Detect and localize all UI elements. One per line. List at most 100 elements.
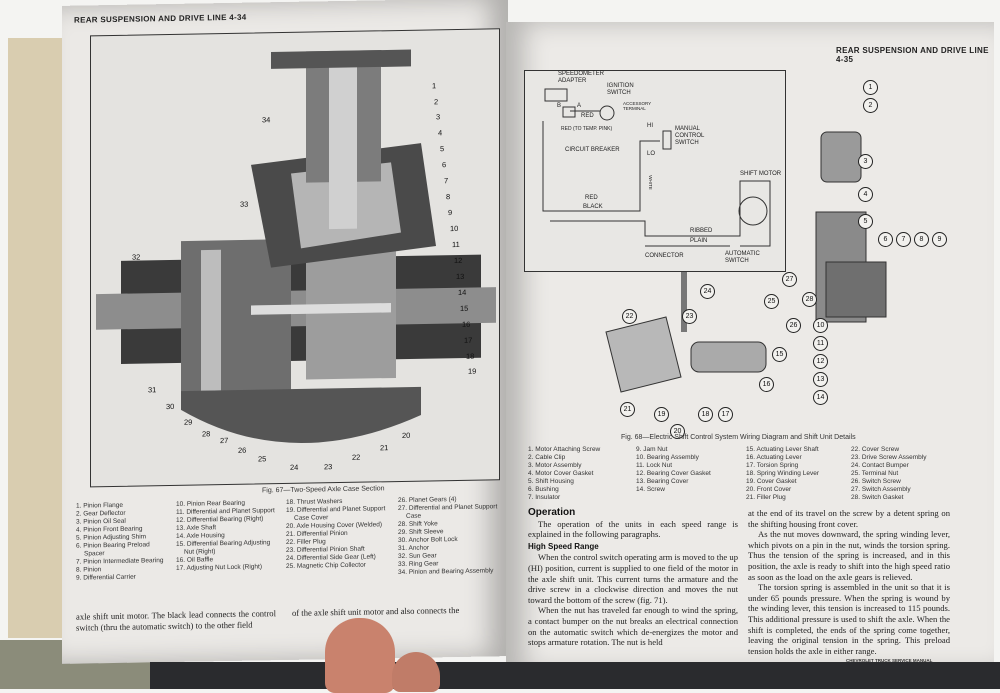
legend-item: 11. Lock Nut xyxy=(636,462,673,469)
operation-paragraph: The operation of the units in each speed… xyxy=(528,518,738,540)
callout-number: 1 xyxy=(432,81,437,91)
legend-item: 13. Bearing Cover xyxy=(636,478,689,485)
part-callout: 9 xyxy=(932,232,947,247)
legend-item: 34. Pinion and Bearing Assembly xyxy=(398,567,494,577)
legend-item: 2. Cable Clip xyxy=(528,454,566,461)
legend-column-4: 26. Planet Gears (4)27. Differential and… xyxy=(398,495,502,577)
callout-number: 17 xyxy=(464,335,473,345)
part-callout: 24 xyxy=(700,284,715,299)
finger xyxy=(325,618,395,693)
callout-number: 3 xyxy=(436,112,441,122)
callout-number: 2 xyxy=(434,97,439,107)
legend-item: 25. Magnetic Chip Collector xyxy=(286,561,366,570)
ribbed-wire-label: RIBBED xyxy=(690,228,713,234)
terminal-a-label: A xyxy=(577,103,582,109)
legend-item: 10. Bearing Assembly xyxy=(636,454,699,461)
legend-item: 3. Motor Assembly xyxy=(528,462,582,469)
left-body-column-1: axle shift unit motor. The black lead co… xyxy=(76,608,276,633)
callout-number: 7 xyxy=(444,176,449,186)
legend-item: 9. Jam Nut xyxy=(636,446,668,453)
col2-paragraph-2: The torsion spring is assembled in the u… xyxy=(748,582,950,656)
legend-item: 7. Insulator xyxy=(528,494,561,501)
shift-unit-exploded-illustration xyxy=(605,131,887,393)
left-body-column-2: of the axle shift unit motor and also co… xyxy=(292,604,460,618)
part-callout: 6 xyxy=(878,232,893,247)
part-callout: 5 xyxy=(858,214,873,229)
legend-item: 25. Terminal Nut xyxy=(851,470,899,477)
legend-item: 15. Actuating Lever Shaft xyxy=(746,446,819,453)
callout-number: 28 xyxy=(202,429,211,439)
part-callout: 21 xyxy=(620,402,635,417)
legend-item: 5. Shift Housing xyxy=(528,478,574,485)
callout-number: 6 xyxy=(442,160,447,170)
figure-68-caption: Fig. 68—Electric Shift Control System Wi… xyxy=(621,434,856,441)
part-callout: 19 xyxy=(654,407,669,422)
automatic-switch-label: AUTOMATIC SWITCH xyxy=(725,251,760,264)
part-callout: 8 xyxy=(914,232,929,247)
part-callout: 18 xyxy=(698,407,713,422)
part-callout: 26 xyxy=(786,318,801,333)
callout-number: 21 xyxy=(380,443,389,453)
callout-number: 22 xyxy=(352,452,361,462)
legend-item: 14. Screw xyxy=(636,486,665,493)
high-speed-range-heading: High Speed Range xyxy=(528,541,599,551)
connector-label: CONNECTOR xyxy=(645,253,684,259)
axle-case-section-figure xyxy=(90,28,500,488)
callout-number: 29 xyxy=(184,417,193,427)
legend-item: 17. Adjusting Nut Lock (Right) xyxy=(176,563,262,572)
callout-number: 19 xyxy=(468,366,477,376)
callout-number: 33 xyxy=(240,199,249,209)
ignition-switch-label: IGNITION SWITCH xyxy=(607,83,634,96)
manual-control-switch-label: MANUAL CONTROL SWITCH xyxy=(675,126,705,146)
callout-number: 5 xyxy=(440,144,445,154)
part-callout: 10 xyxy=(813,318,828,333)
right-body-column-2: at the end of its travel on the screw by… xyxy=(748,508,950,656)
wiring-diagram: SPEEDOMETER ADAPTER IGNITION SWITCH ACCE… xyxy=(524,70,786,272)
part-callout: 1 xyxy=(863,80,878,95)
finger-2 xyxy=(392,652,440,692)
figure-67-caption: Fig. 67—Two-Speed Axle Case Section xyxy=(262,485,385,495)
legend-item: 6. Pinion Bearing Preload Spacer xyxy=(76,541,150,558)
speedometer-adapter-label: SPEEDOMETER ADAPTER xyxy=(558,71,605,84)
part-callout: 25 xyxy=(764,294,779,309)
red-wire-label-2: RED xyxy=(585,195,598,201)
legend-item: 28. Switch Gasket xyxy=(851,494,904,501)
legend-item: 24. Contact Bumper xyxy=(851,462,909,469)
part-callout: 7 xyxy=(896,232,911,247)
part-callout: 28 xyxy=(802,292,817,307)
part-callout: 22 xyxy=(622,309,637,324)
terminal-b-label: B xyxy=(557,103,562,109)
legend-item: 27. Switch Assembly xyxy=(851,486,911,493)
page-footer: CHEVROLET TRUCK SERVICE MANUAL xyxy=(846,658,933,663)
legend-item: 22. Cover Screw xyxy=(851,446,900,453)
part-callout: 12 xyxy=(813,354,828,369)
part-callout: 4 xyxy=(858,187,873,202)
legend-item: 9. Differential Carrier xyxy=(76,573,136,582)
callout-number: 12 xyxy=(454,255,463,266)
part-callout: 23 xyxy=(682,309,697,324)
legend-item: 18. Spring Winding Lever xyxy=(746,470,819,477)
part-callout: 13 xyxy=(813,372,828,387)
high-speed-paragraph-2: When the nut has traveled far enough to … xyxy=(528,605,738,648)
callout-number: 31 xyxy=(148,385,157,395)
callout-number: 8 xyxy=(446,192,451,202)
callout-number: 4 xyxy=(438,128,443,138)
callout-number: 27 xyxy=(220,435,229,446)
callout-number: 24 xyxy=(290,462,299,472)
shift-motor-label: SHIFT MOTOR xyxy=(740,171,782,177)
legend-item: 17. Torsion Spring xyxy=(746,462,799,469)
circuit-breaker-label: CIRCUIT BREAKER xyxy=(565,147,620,153)
legend-item: 19. Differential and Planet Support Case… xyxy=(286,505,386,522)
callout-number: 15 xyxy=(460,303,469,313)
part-callout: 14 xyxy=(813,390,828,405)
legend-item: 26. Switch Screw xyxy=(851,478,901,485)
legend-item: 16. Actuating Lever xyxy=(746,454,802,461)
callout-number: 14 xyxy=(458,287,467,297)
part-callout: 27 xyxy=(782,272,797,287)
callout-number: 32 xyxy=(132,252,141,262)
callout-number: 30 xyxy=(166,401,175,412)
